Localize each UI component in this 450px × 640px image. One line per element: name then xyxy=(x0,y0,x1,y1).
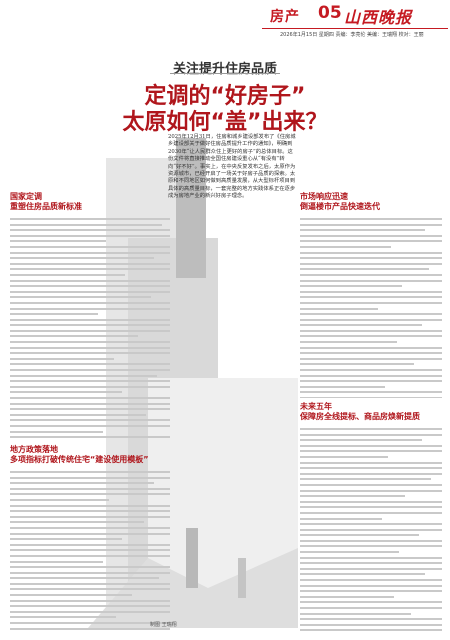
subhead-1-line-2: 重塑住房品质新标准 xyxy=(10,202,82,211)
section-name: 房产 xyxy=(270,9,300,25)
subhead-4-line-1: 未来五年 xyxy=(300,402,332,411)
subhead-3-line-2: 多项指标打破传统住宅“建设使用模板” xyxy=(10,455,149,464)
subhead-2-line-2: 倒逼楼市产品快速迭代 xyxy=(300,202,380,211)
kicker-underline xyxy=(170,73,280,74)
subhead-1-line-1: 国家定调 xyxy=(10,192,42,201)
issue-meta: 2026年1月15日 星期四 责编：李亮伦 美编：王瑞翔 校对：王丽 xyxy=(280,32,424,38)
headline-line-1: 定调的“好房子” xyxy=(144,84,306,109)
subhead-3-line-1: 地方政策落地 xyxy=(10,445,58,454)
subhead-4-line-2: 保障房全线提标、商品房焕新提质 xyxy=(300,412,420,421)
subhead-2-line-1: 市场响应迅速 xyxy=(300,192,348,201)
photo-credit: 制图 王瑞翔 xyxy=(150,622,177,628)
lead-paragraph: 2025年12月31日，住房和城乡建设部发布了《住房城乡建设部关于做好住房品质提… xyxy=(168,134,296,200)
headline-kicker: 关注提升住房品质 xyxy=(172,62,277,77)
body-text-column-3 xyxy=(10,471,170,633)
body-text-column-2 xyxy=(300,218,442,398)
building-illustration xyxy=(88,138,298,628)
newspaper-brand: 山西晚报 xyxy=(344,8,413,27)
header-rule xyxy=(262,28,448,29)
body-text-column-4 xyxy=(300,428,442,633)
headline-line-2: 太原如何“盖”出来？ xyxy=(122,110,328,135)
page-number: 05 xyxy=(318,3,342,23)
page-header: 房产 05 山西晚报 2026年1月15日 星期四 责编：李亮伦 美编：王瑞翔 … xyxy=(0,0,450,38)
body-text-column-1 xyxy=(10,218,170,440)
